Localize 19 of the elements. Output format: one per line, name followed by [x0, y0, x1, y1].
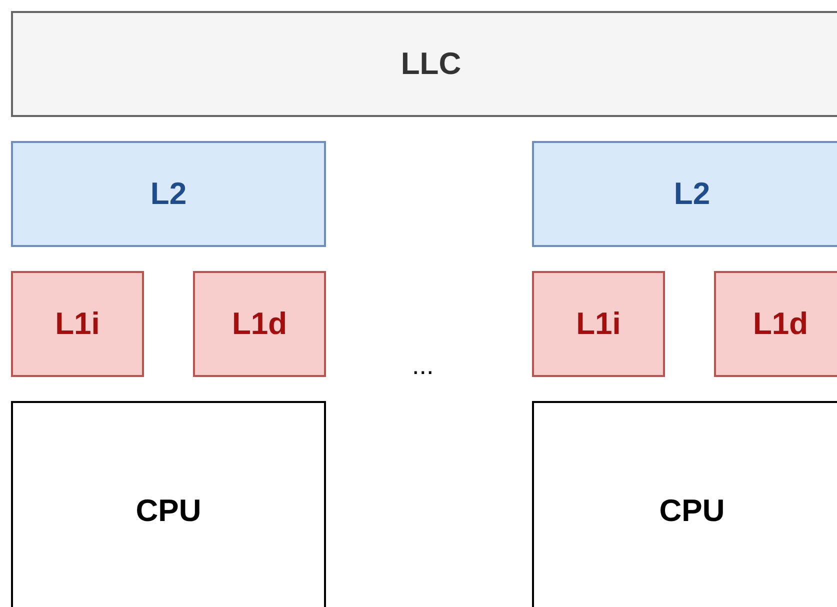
cache-box	[193, 271, 326, 377]
cache-box	[11, 141, 326, 247]
box-label: L1d	[232, 306, 288, 342]
cpu-box	[11, 401, 326, 607]
cache-box	[532, 141, 837, 247]
box-label: L2	[150, 176, 187, 212]
cache-box	[714, 271, 837, 377]
box-label: LLC	[400, 46, 462, 82]
box-label: L2	[674, 176, 710, 212]
cache-box	[11, 271, 144, 377]
cpu-box	[532, 401, 837, 607]
box-label: CPU	[659, 493, 725, 529]
cache-box	[11, 11, 837, 117]
cache-box	[532, 271, 665, 377]
box-label: CPU	[136, 493, 202, 529]
box-label: L1i	[576, 306, 621, 342]
box-label: L1d	[752, 306, 808, 342]
box-label: L1i	[55, 306, 100, 342]
ellipsis-label: ...	[412, 350, 434, 381]
